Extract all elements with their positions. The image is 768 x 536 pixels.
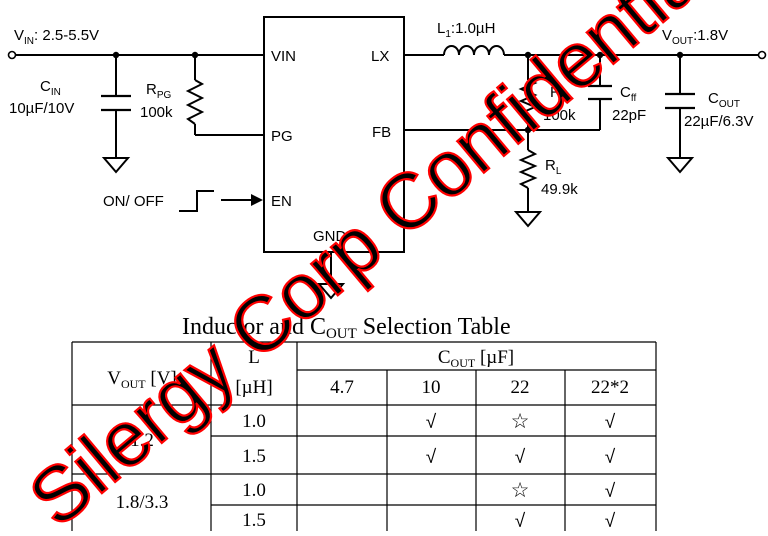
- rh-value: 100k: [543, 107, 576, 124]
- rl-label: RL: [545, 157, 562, 177]
- header-cout-col-3: 22: [511, 377, 530, 398]
- ic-ground-icon: [316, 283, 346, 300]
- vout-group-2: 1.8/3.3: [116, 492, 169, 513]
- cell-r1-c2: √: [426, 412, 437, 433]
- cout-ground-icon: [665, 157, 695, 174]
- cff-label: Cff: [620, 84, 636, 104]
- l-value-4: 1.5: [242, 510, 266, 531]
- inductor-label: L1:1.0µH: [437, 20, 495, 40]
- vout-terminal: [757, 50, 767, 60]
- rl-ground-icon: [513, 211, 543, 228]
- cell-r3-c3: ☆: [511, 479, 530, 502]
- pin-fb: FB: [372, 124, 391, 141]
- rpg-resistor-icon: [185, 79, 205, 125]
- cin-capacitor-icon: [101, 94, 131, 112]
- schematic-nodes: [112, 51, 684, 134]
- rl-resistor-icon: [518, 149, 538, 189]
- vin-terminal: [7, 50, 17, 60]
- cell-r2-c4: √: [605, 447, 616, 468]
- header-cout-col-1: 4.7: [330, 377, 354, 398]
- rpg-value: 100k: [140, 104, 173, 121]
- l-value-1: 1.0: [242, 411, 266, 432]
- header-vout: VOUT [V]: [107, 368, 177, 391]
- cell-r4-c3: √: [515, 511, 526, 531]
- cell-r3-c4: √: [605, 481, 616, 502]
- pin-vin: VIN: [271, 48, 296, 65]
- cff-capacitor-icon: [588, 84, 612, 101]
- cell-r1-c4: √: [605, 412, 616, 433]
- inductor-icon: [443, 45, 505, 56]
- l-value-3: 1.0: [242, 480, 266, 501]
- cell-r2-c3: √: [515, 447, 526, 468]
- cell-r1-c3: ☆: [511, 410, 530, 433]
- header-l-unit: [µH]: [235, 377, 272, 398]
- en-arrow-icon: [251, 194, 263, 206]
- rl-value: 49.9k: [541, 181, 578, 198]
- rh-label: RH: [550, 84, 568, 104]
- pin-gnd: GND: [313, 228, 347, 245]
- header-cout: COUT [µF]: [438, 347, 514, 370]
- cell-r4-c4: √: [605, 511, 616, 531]
- cin-label: CIN: [40, 78, 61, 98]
- vin-label: VIN: 2.5-5.5V: [14, 27, 99, 47]
- cout-label: COUT: [708, 90, 740, 110]
- pin-lx: LX: [371, 48, 389, 65]
- pin-en: EN: [271, 193, 292, 210]
- table-title: Inductor and COUT Selection Table: [182, 314, 511, 342]
- step-signal-icon: [179, 190, 214, 212]
- cout-value: 22µF/6.3V: [684, 113, 754, 130]
- header-cout-col-2: 10: [422, 377, 441, 398]
- vout-group-1: 1.2: [130, 430, 154, 451]
- vout-label: VOUT:1.8V: [662, 27, 728, 47]
- ic-body: [263, 16, 405, 253]
- cin-value: 10µF/10V: [9, 100, 74, 117]
- cin-ground-icon: [101, 157, 131, 174]
- rpg-label: RPG: [146, 81, 172, 101]
- schematic-wires: [14, 54, 760, 284]
- l-value-2: 1.5: [242, 446, 266, 467]
- header-cout-col-4: 22*2: [591, 377, 629, 398]
- header-l: L: [248, 347, 260, 368]
- enable-label: ON/ OFF: [103, 193, 164, 210]
- table-grid: [71, 341, 657, 531]
- cout-capacitor-icon: [665, 92, 695, 110]
- cff-value: 22pF: [612, 107, 646, 124]
- pin-pg: PG: [271, 128, 293, 145]
- rh-resistor-icon: [518, 79, 538, 116]
- cell-r2-c2: √: [426, 447, 437, 468]
